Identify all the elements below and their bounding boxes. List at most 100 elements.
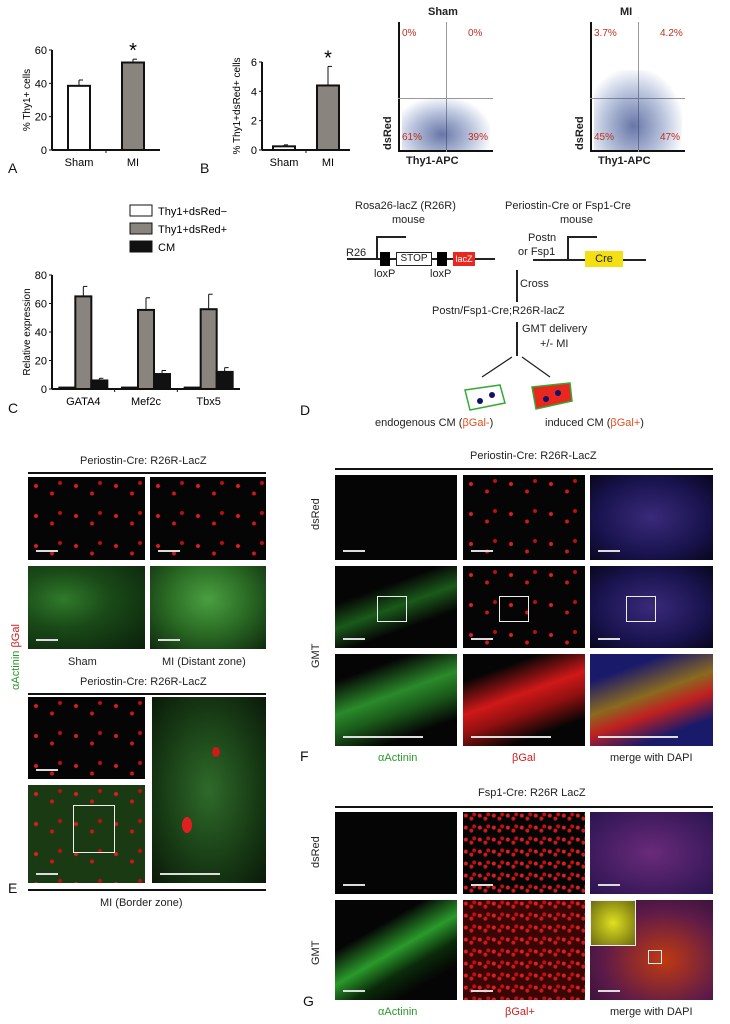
induced-bgal: βGal+ (610, 417, 641, 429)
cross-label: Cross (520, 278, 549, 290)
y-tick-label: 4 (251, 86, 257, 98)
e-sham-bgal (28, 477, 145, 560)
y-axis-label: Relative expression (22, 288, 33, 375)
g-dsred-bgal (463, 812, 585, 894)
flow-y-label: dsRed (574, 116, 586, 150)
quadrant-value: 4.2% (660, 28, 683, 39)
bar (199, 308, 218, 390)
f-dsred-merge (590, 475, 713, 560)
g-dsred-merge (590, 812, 713, 894)
g-col-bgal: βGal+ (505, 1006, 535, 1018)
endogenous-cm-label: endogenous CM ( (375, 417, 463, 429)
y-tick-label: 40 (35, 327, 47, 339)
cre-title: Periostin-Cre or Fsp1-Cre (505, 200, 631, 212)
y-tick-label: 6 (251, 57, 257, 69)
gmt-delivery: GMT delivery (522, 323, 588, 335)
panel-label-b: B (200, 160, 210, 176)
x-tick-label: MI (127, 157, 139, 169)
y-tick-label: 60 (35, 299, 47, 311)
quadrant-value: 47% (660, 132, 681, 143)
legend-label: Thy1+dsRed− (158, 206, 227, 218)
flow-title: MI (620, 6, 633, 18)
paren: ) (640, 417, 644, 429)
quadrant-value: 45% (594, 132, 615, 143)
g-gmt-bgal (463, 900, 585, 1000)
e-border-label: MI (Border zone) (100, 897, 183, 909)
g-title: Fsp1-Cre: R26R LacZ (478, 787, 586, 799)
g-gmt-actinin (335, 900, 457, 1000)
f-zoom-actinin (335, 654, 457, 746)
legend-swatch (129, 222, 153, 235)
g-row-dsred: dsRed (310, 836, 322, 868)
cross-result: Postn/Fsp1-Cre;R26R-lacZ (432, 305, 565, 317)
side-label-actinin: αActinin (10, 650, 22, 690)
f-title: Periostin-Cre: R26R-LacZ (470, 450, 597, 462)
e-sham-merge (28, 566, 145, 649)
loxp-2: loxP (430, 268, 452, 280)
r26r-title: Rosa26-lacZ (R26R) (355, 200, 456, 212)
induced-cm-label: induced CM ( (545, 417, 611, 429)
e-mi-distant-label: MI (Distant zone) (162, 656, 246, 668)
quadrant-value: 61% (402, 132, 423, 143)
flow-x-label: Thy1-APC (598, 155, 651, 167)
g-row-gmt: GMT (310, 940, 322, 965)
endogenous-cm-icon (464, 384, 506, 411)
cell-fate-arrows (464, 356, 573, 411)
e-mi-merge (150, 566, 266, 649)
g-col-actinin: αActinin (378, 1006, 418, 1018)
e-sham-label: Sham (68, 656, 97, 668)
bar (58, 386, 77, 390)
quadrant-value: 0% (468, 28, 483, 39)
f-gmt-merge (590, 566, 713, 648)
x-tick-label: Tbx5 (196, 396, 220, 408)
g-gmt-merge (590, 900, 713, 1000)
lacz-box: lacZ (453, 252, 475, 266)
bar (121, 386, 139, 390)
fsp1-label: or Fsp1 (518, 246, 556, 258)
y-tick-label: 20 (35, 112, 47, 124)
panel-label-g: G (303, 993, 314, 1009)
r26-label: R26 (346, 247, 367, 259)
x-tick-label: GATA4 (66, 396, 100, 408)
panel-label-d: D (300, 402, 311, 418)
x-tick-label: MI (322, 157, 334, 169)
legend-label: Thy1+dsRed+ (158, 224, 227, 236)
y-tick-label: 0 (41, 384, 47, 396)
bar (153, 373, 171, 391)
flow-title: Sham (428, 6, 458, 18)
flow-y-label: dsRed (382, 116, 394, 150)
f-gmt-bgal (463, 566, 585, 648)
panel-label-a: A (8, 160, 18, 176)
f-col-bgal: βGal (512, 752, 536, 764)
y-tick-label: 20 (35, 356, 47, 368)
x-tick-label: Sham (270, 157, 299, 169)
legend-swatch (129, 204, 153, 217)
loxp-1: loxP (374, 268, 396, 280)
y-axis-label: % Thy1+dsRed+ cells (232, 57, 243, 154)
paren: ) (489, 417, 494, 429)
flow-dots (594, 70, 682, 150)
bar (90, 379, 109, 390)
e-mi-bgal (150, 477, 266, 560)
panel-label-e: E (8, 880, 18, 896)
bar (121, 61, 145, 151)
legend-swatch (129, 240, 153, 253)
postn-label: Postn (528, 232, 557, 244)
bar (316, 84, 340, 151)
y-tick-label: 0 (41, 145, 47, 157)
quadrant-value: 39% (468, 132, 489, 143)
y-tick-label: 80 (35, 270, 47, 282)
y-tick-label: 40 (35, 78, 47, 90)
endogenous-bgal: βGal- (462, 417, 490, 429)
bar (74, 295, 93, 390)
f-row-gmt: GMT (310, 643, 322, 668)
flow-x-label: Thy1-APC (406, 155, 459, 167)
induced-cm-icon (531, 382, 573, 410)
bar (183, 386, 202, 390)
bar (67, 84, 91, 151)
side-label-bgal: βGal (10, 624, 22, 648)
bar (272, 145, 296, 152)
